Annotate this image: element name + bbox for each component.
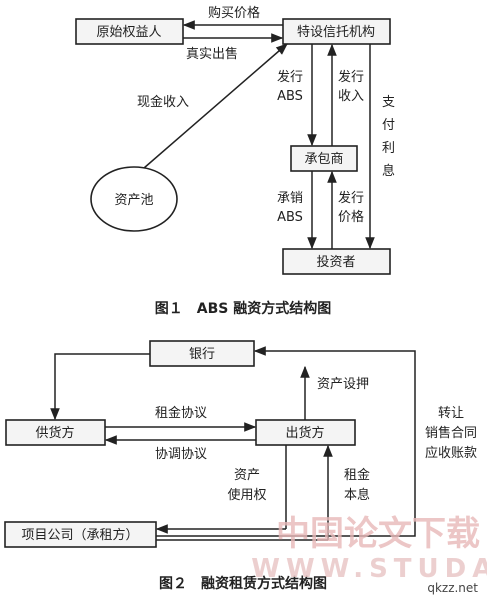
bank-to-supplier-arrow (50, 353, 150, 421)
transfer-receivables-arrow (156, 346, 416, 537)
investor-label: 投资者 (316, 254, 355, 270)
trust-box: 特设信托机构 (282, 18, 391, 45)
figure-1-caption: 图１ ABS 融资方式结构图 (155, 300, 331, 317)
watermark-site: qkzz.net (427, 581, 478, 595)
transfer-label-1: 转让 (438, 406, 464, 421)
transfer-label-2: 销售合同 (425, 425, 477, 441)
issue-abs-label-2: ABS (277, 89, 303, 104)
issue-income-label-2: 收入 (338, 89, 364, 104)
true-sale-label: 真实出售 (186, 46, 238, 62)
cash-income-label: 现金收入 (137, 94, 189, 110)
coord-agreement-label: 协调协议 (155, 447, 207, 462)
project-company-label: 项目公司（承租方） (21, 527, 138, 543)
bank-label: 银行 (189, 347, 215, 362)
rent-interest-label-2: 本息 (344, 487, 370, 503)
watermark-text: 中国论文下载 (276, 514, 480, 554)
underwrite-abs-label-2: ABS (277, 210, 303, 225)
transfer-label-3: 应收账款 (425, 445, 477, 461)
watermark-url: WWW.STUDA. (251, 554, 487, 584)
bank-box: 银行 (149, 340, 255, 367)
underwriter-label: 承包商 (304, 152, 343, 167)
rent-agreement-label: 租金协议 (155, 405, 207, 421)
pay-interest-label: 支付利息 (382, 95, 395, 179)
issue-income-label-1: 发行 (338, 69, 364, 85)
cash-income-arrow (143, 43, 288, 169)
rent-interest-label-1: 租金 (344, 467, 370, 483)
figure-2-caption: 图２ 融资租赁方式结构图 (159, 575, 327, 592)
originator-label: 原始权益人 (96, 24, 161, 40)
watermark: 中国论文下载 WWW.STUDA. qkzz.net (251, 514, 487, 595)
asset-pool-label: 资产池 (114, 193, 153, 208)
lessor-label: 出货方 (285, 425, 324, 441)
underwriter-box: 承包商 (290, 145, 358, 172)
project-company-box: 项目公司（承租方） (4, 521, 157, 548)
buy-price-label: 购买价格 (208, 5, 260, 21)
investor-box: 投资者 (282, 248, 391, 275)
asset-use-label-2: 使用权 (227, 487, 266, 503)
originator-box: 原始权益人 (75, 18, 184, 45)
issue-price-label-1: 发行 (338, 190, 364, 206)
underwrite-abs-label-1: 承销 (277, 191, 303, 206)
supplier-box: 供货方 (5, 419, 106, 446)
asset-mortgage-label: 资产设押 (317, 377, 369, 392)
trust-label: 特设信托机构 (297, 25, 375, 40)
lessor-box: 出货方 (255, 419, 356, 446)
issue-price-label-2: 价格 (338, 209, 364, 225)
issue-abs-label-1: 发行 (277, 69, 303, 85)
asset-pool-ellipse: 资产池 (90, 166, 178, 232)
asset-use-label-1: 资产 (234, 468, 260, 483)
figure-2: 银行 供货方 出货方 项目公司（承租方） 租金协议 协调协议 资产设押 资产 使… (4, 340, 477, 592)
figure-1: 原始权益人 特设信托机构 资产池 承包商 投资者 购买价格 真实出售 现金收入 (75, 5, 395, 317)
supplier-label: 供货方 (35, 425, 74, 441)
